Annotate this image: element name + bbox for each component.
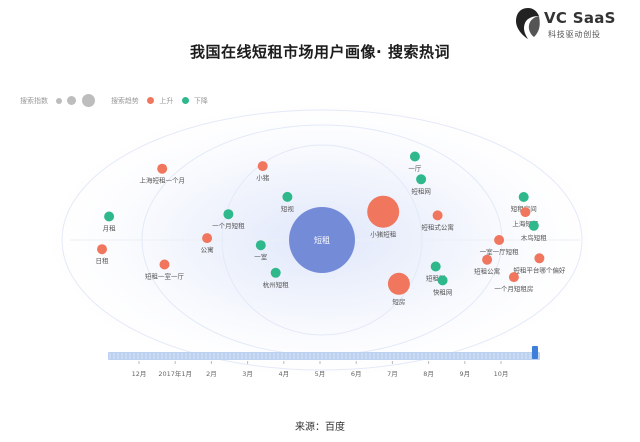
bubble-label-9: 木鸟短租 [521,233,548,242]
bubble-21 [387,272,410,295]
bubble-15 [494,235,505,245]
bubble-17 [482,254,493,265]
chart-title: 我国在线短租市场用户画像· 搜索热词 [190,43,450,61]
brand-name: VC SaaS [544,9,616,27]
bubble-label-18: 短租平台哪个偏好 [513,265,566,274]
source-note: 来源：百度 [295,422,345,433]
ring-1 [61,109,583,371]
bubble-center [289,207,355,273]
bubble-label-23: 一个月短租房 [494,284,533,293]
timeline-tick-label-7: 7月 [387,370,398,378]
legend-trend-label: 搜索趋势 [110,96,139,105]
legend-size-label: 搜索指数 [20,96,48,105]
bubble-label-3: 短租网 [411,186,431,195]
bubble-16 [430,261,441,272]
bubble-label-6: 短视 [281,204,295,213]
bubble-22 [437,275,448,286]
bubble-3 [416,174,427,185]
bubble-label-17: 短租公寓 [474,267,500,276]
legend: 搜索指数 搜索趋势 上升 下降 [20,94,208,107]
timeline-tick-label-3: 3月 [242,370,253,378]
bubble-11 [223,209,234,220]
bubble-label-12: 公寓 [201,245,214,254]
legend-down-dot-icon [181,97,189,104]
legend-size-small-icon [56,97,63,104]
bubble-label-14: 日租 [96,257,110,265]
bubble-10 [104,211,115,222]
bubble-2 [409,151,420,162]
bubble-label-11: 一个月短租 [212,221,245,230]
legend-size-large-icon [81,94,95,107]
bubble-label-21: 短房 [392,297,405,306]
legend-up-dot-icon [147,97,155,104]
timeline-track [108,352,540,360]
timeline-tick-label-10: 10月 [494,370,509,378]
timeline-tick-label-1: 2017年1月 [158,369,192,378]
brand-logo: VC SaaS 科技驱动创投 [514,6,626,42]
bubble-9 [528,220,539,231]
bubble-label-8: 短租式公寓 [421,222,454,231]
bubble-19 [159,259,170,270]
timeline-tick-label-6: 6月 [351,370,362,378]
bubble-23 [508,272,519,283]
bubble-label-2: 一厅 [408,165,422,173]
bubble-0 [157,163,168,174]
bubble-18 [534,253,545,264]
legend-size-medium-icon [67,96,77,105]
timeline-tick-label-0: 12月 [132,370,147,378]
bubble-label-20: 杭州短租 [263,280,290,289]
timeline-tick-label-9: 9月 [459,370,470,378]
bubble-label-1: 小猪 [256,173,270,182]
bubble-20 [270,267,281,278]
timeline-tick-label-2: 2月 [206,370,217,378]
timeline-handle[interactable] [532,346,538,359]
bubble-label-center: 短租 [314,235,330,245]
bubble-label-5: 上海短租 [512,219,539,228]
legend-down-label: 下降 [193,96,208,105]
bubble-label-7: 小猪短租 [370,230,397,239]
bubble-6 [282,191,293,202]
bubble-5 [520,207,531,218]
bubble-label-19: 短租一室一厅 [145,272,185,281]
bubble-label-10: 月租 [103,225,117,233]
timeline-tick-label-4: 4月 [278,370,289,378]
bubble-12 [202,233,213,244]
legend-up-label: 上升 [159,96,174,105]
bubble-label-13: 一室 [254,252,268,261]
vc-saas-logo-icon [516,8,540,39]
timeline-tick-label-8: 8月 [423,370,434,378]
bubble-13 [255,240,266,251]
bubble-7 [367,195,400,228]
bubble-8 [432,210,443,221]
bubble-4 [518,192,529,202]
bubble-14 [97,244,107,255]
brand-slogan: 科技驱动创投 [548,30,601,39]
timeline-tick-label-5: 5月 [315,370,326,378]
bubble-label-16: 短租网 [426,274,446,283]
bubble-1 [257,161,268,172]
bubble-label-15: 一室一厅短租 [480,247,520,256]
bubble-label-0: 上海短租一个月 [139,176,185,185]
bubble-label-22: 快租网 [433,287,453,296]
